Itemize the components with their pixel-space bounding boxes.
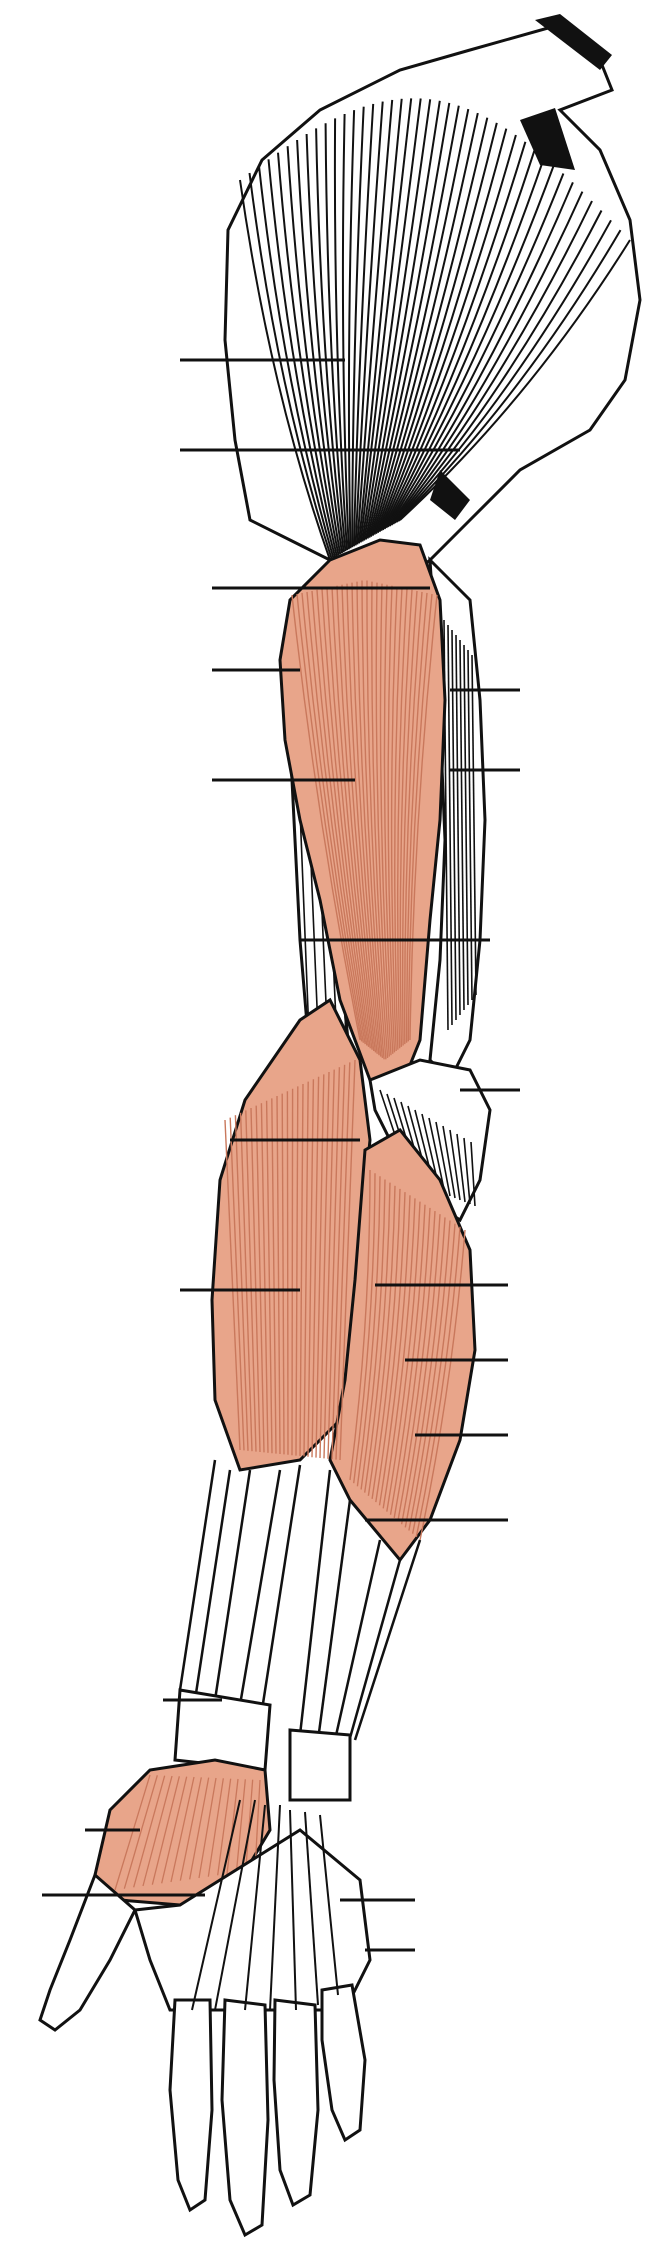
middle-finger (222, 2000, 268, 2235)
little-finger (322, 1985, 365, 2140)
ring-finger (274, 2000, 318, 2205)
thumb (40, 1875, 135, 2030)
index-finger (170, 2000, 212, 2210)
hand (40, 1830, 370, 2235)
